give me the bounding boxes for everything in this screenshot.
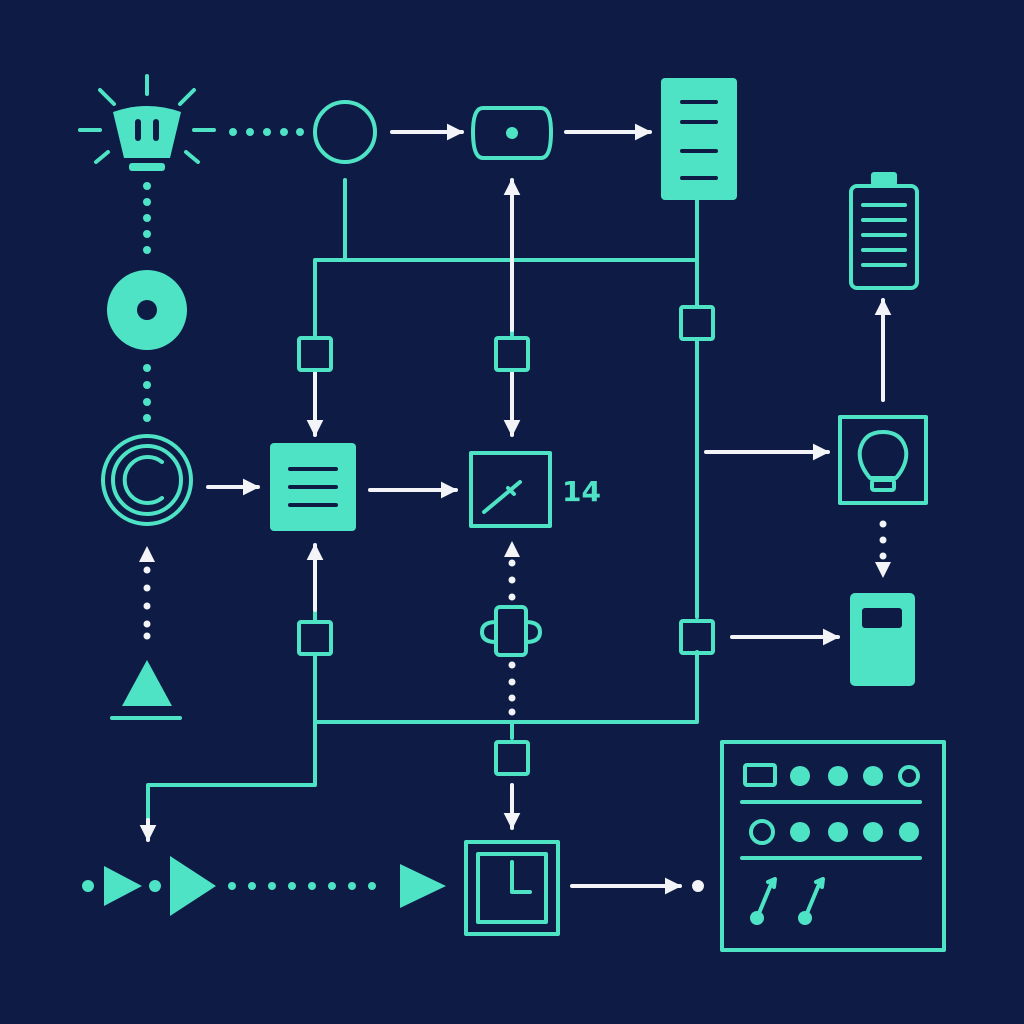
junction-nodes [297, 305, 715, 776]
circle-node-icon [313, 100, 377, 164]
connector-lines [146, 178, 699, 822]
clock-panel-icon [464, 840, 560, 936]
play-triangle-icon [82, 856, 446, 916]
copyright-icon [101, 434, 193, 526]
battery-icon [849, 172, 919, 290]
dotted-connectors [143, 128, 376, 890]
document-icon [661, 78, 737, 200]
dotted-arrows [139, 520, 891, 716]
mug-icon [480, 605, 542, 657]
gauge-value: 14 [562, 475, 601, 508]
lightbulb-icon [78, 74, 216, 171]
donut-icon [107, 270, 187, 350]
flow-arrows [139, 123, 892, 895]
bulb-panel-icon [838, 415, 928, 505]
gauge-icon [469, 451, 552, 528]
triangle-icon [110, 660, 182, 720]
storage-icon [850, 593, 915, 686]
list-block-icon [270, 443, 356, 531]
device-icon [471, 106, 553, 160]
control-panel-icon [720, 740, 946, 952]
